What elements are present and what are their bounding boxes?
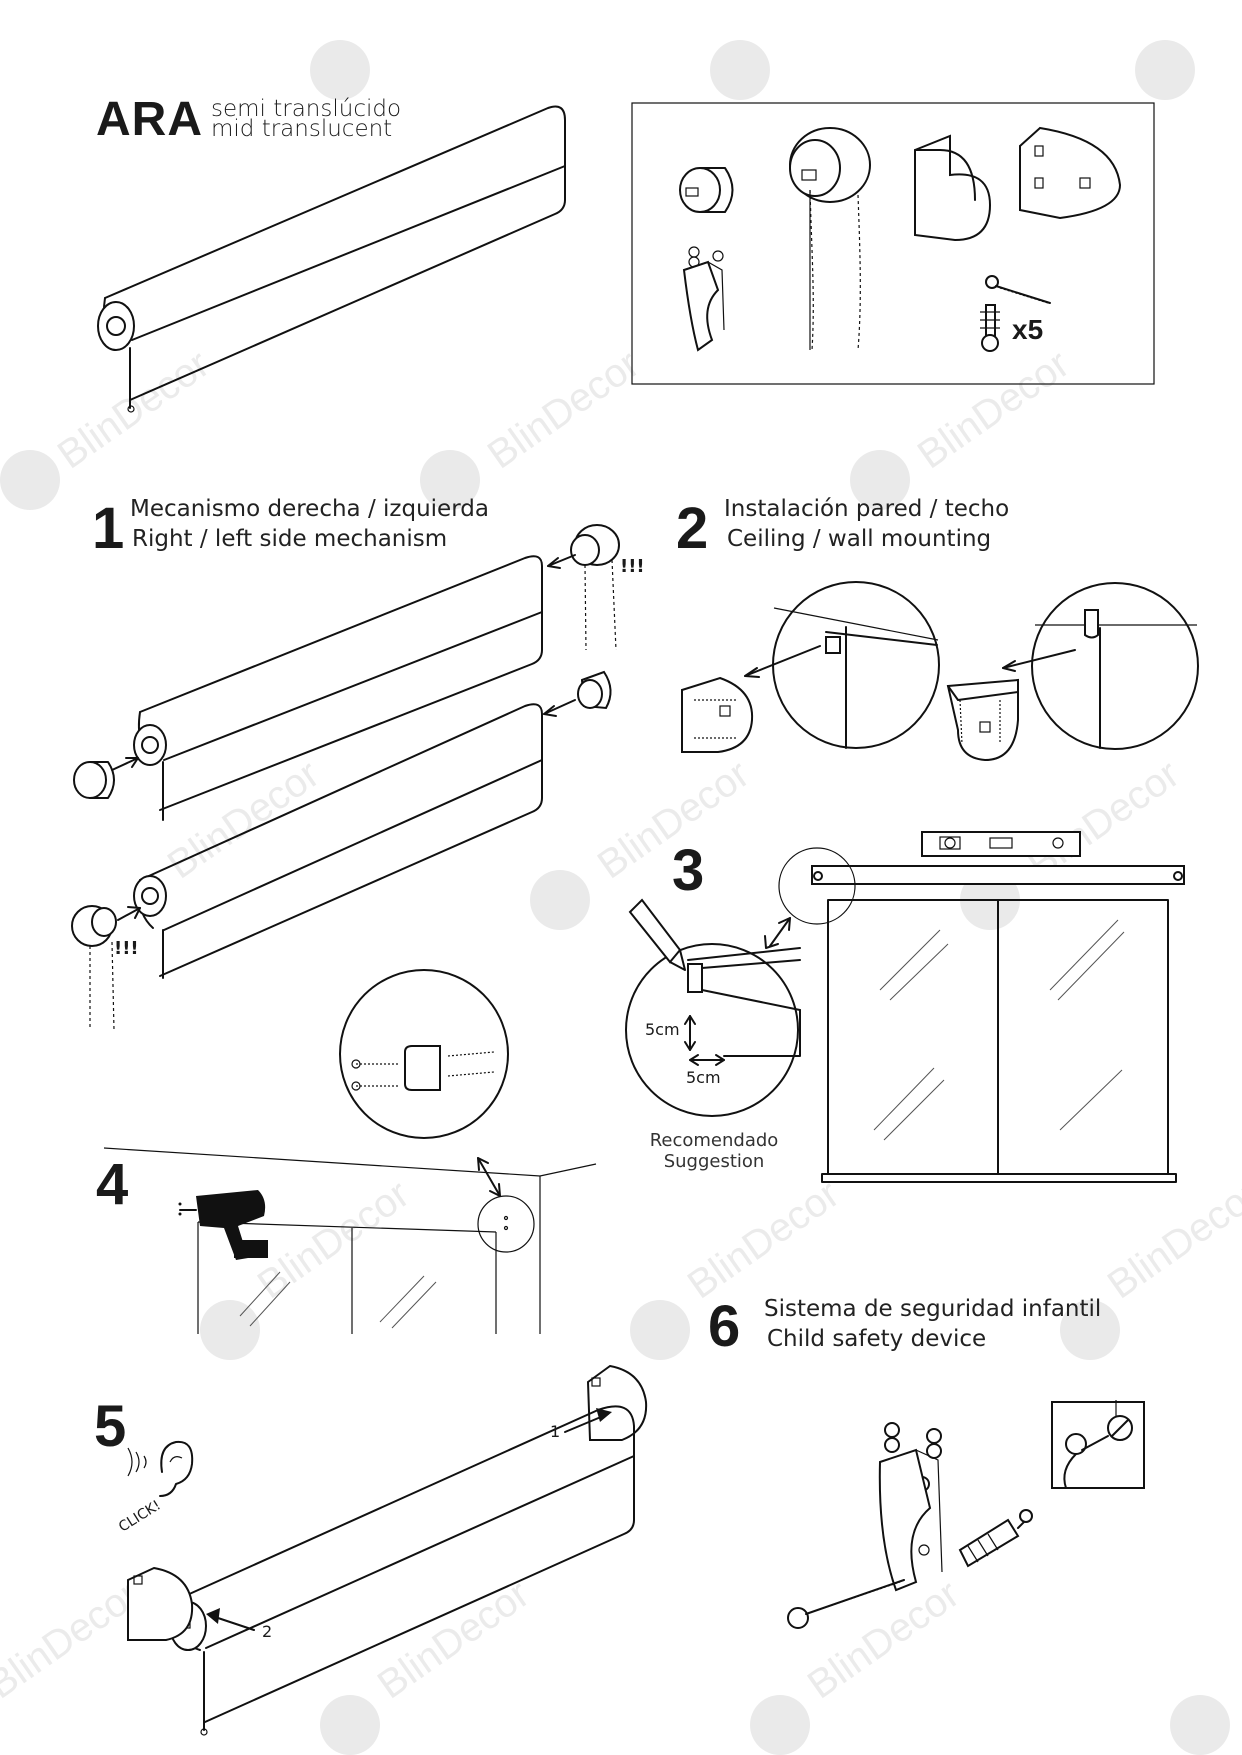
watermark-layer: BlinDecor BlinDecor BlinDecor BlinDecor … [0,40,1242,1755]
wall-plug-icon [980,304,1000,352]
step-6-title-es: Sistema de seguridad infantil [764,1296,1102,1322]
step-2-title-es: Instalación pared / techo [724,496,1010,522]
chain-safety-clip-icon [682,246,725,352]
step-1-warning-right: !!! [620,556,645,577]
step-2-title-en: Ceiling / wall mounting [727,526,992,552]
ear-icon [127,1440,194,1497]
subtitle-es: semi translúcido [211,96,402,122]
chain-mechanism-icon [789,127,871,351]
arrow-label-1: 1 [550,1422,561,1441]
wall-plug-icon [958,1509,1033,1568]
step-4-drawing [103,969,597,1334]
step-6-drawing [787,1400,1145,1629]
dimension-vertical: 5cm [645,1020,680,1039]
step-4-number: 4 [96,1152,129,1217]
child-warning-icon [1051,1400,1145,1489]
watermark-text: BlinDecor [250,1172,417,1308]
step-1-title-en: Right / left side mechanism [132,526,448,552]
end-cap-icon [679,167,734,213]
dimension-horizontal: 5cm [686,1068,721,1087]
suggestion-es: Recomendado [649,1130,779,1151]
watermark-text: BlinDecor [480,342,647,478]
l-bracket-icon [1019,126,1122,220]
step-2-number: 2 [676,496,709,561]
watermark-text: BlinDecor [370,1572,537,1708]
step-3-drawing [625,831,1185,1183]
brand-name: ARA [96,93,203,146]
arrow-label-2: 2 [262,1622,273,1641]
subtitle-en: mid translucent [211,116,393,142]
step-6-title-en: Child safety device [767,1326,987,1352]
watermark-text: BlinDecor [1100,1172,1242,1308]
watermark-text: BlinDecor [0,1572,147,1708]
pencil-icon [628,898,686,971]
chain-safety-clip-icon [878,1422,943,1592]
screw-icon [787,1579,905,1629]
bracket-icon [914,134,992,242]
parts-box [631,102,1155,385]
step-5-drawing [127,1364,648,1736]
step-1-drawing [71,524,620,1031]
screw-count: x5 [1012,314,1044,345]
step-6-number: 6 [708,1294,741,1359]
step-5-number: 5 [94,1394,127,1459]
watermark-text: BlinDecor [910,342,1077,478]
watermark-text: BlinDecor [680,1172,847,1308]
step-1-number: 1 [92,496,125,561]
suggestion-en: Suggestion [663,1151,765,1172]
step-3-number: 3 [672,838,705,903]
drill-icon [178,1190,268,1260]
watermark-text: BlinDecor [800,1572,967,1708]
step-1-title-es: Mecanismo derecha / izquierda [130,496,489,522]
step-1-warning-left: !!! [114,938,139,959]
roller-blind-main [97,105,566,413]
step-2-drawing [681,581,1199,762]
screw-icon [985,275,1051,304]
spirit-level-icon [921,831,1081,857]
